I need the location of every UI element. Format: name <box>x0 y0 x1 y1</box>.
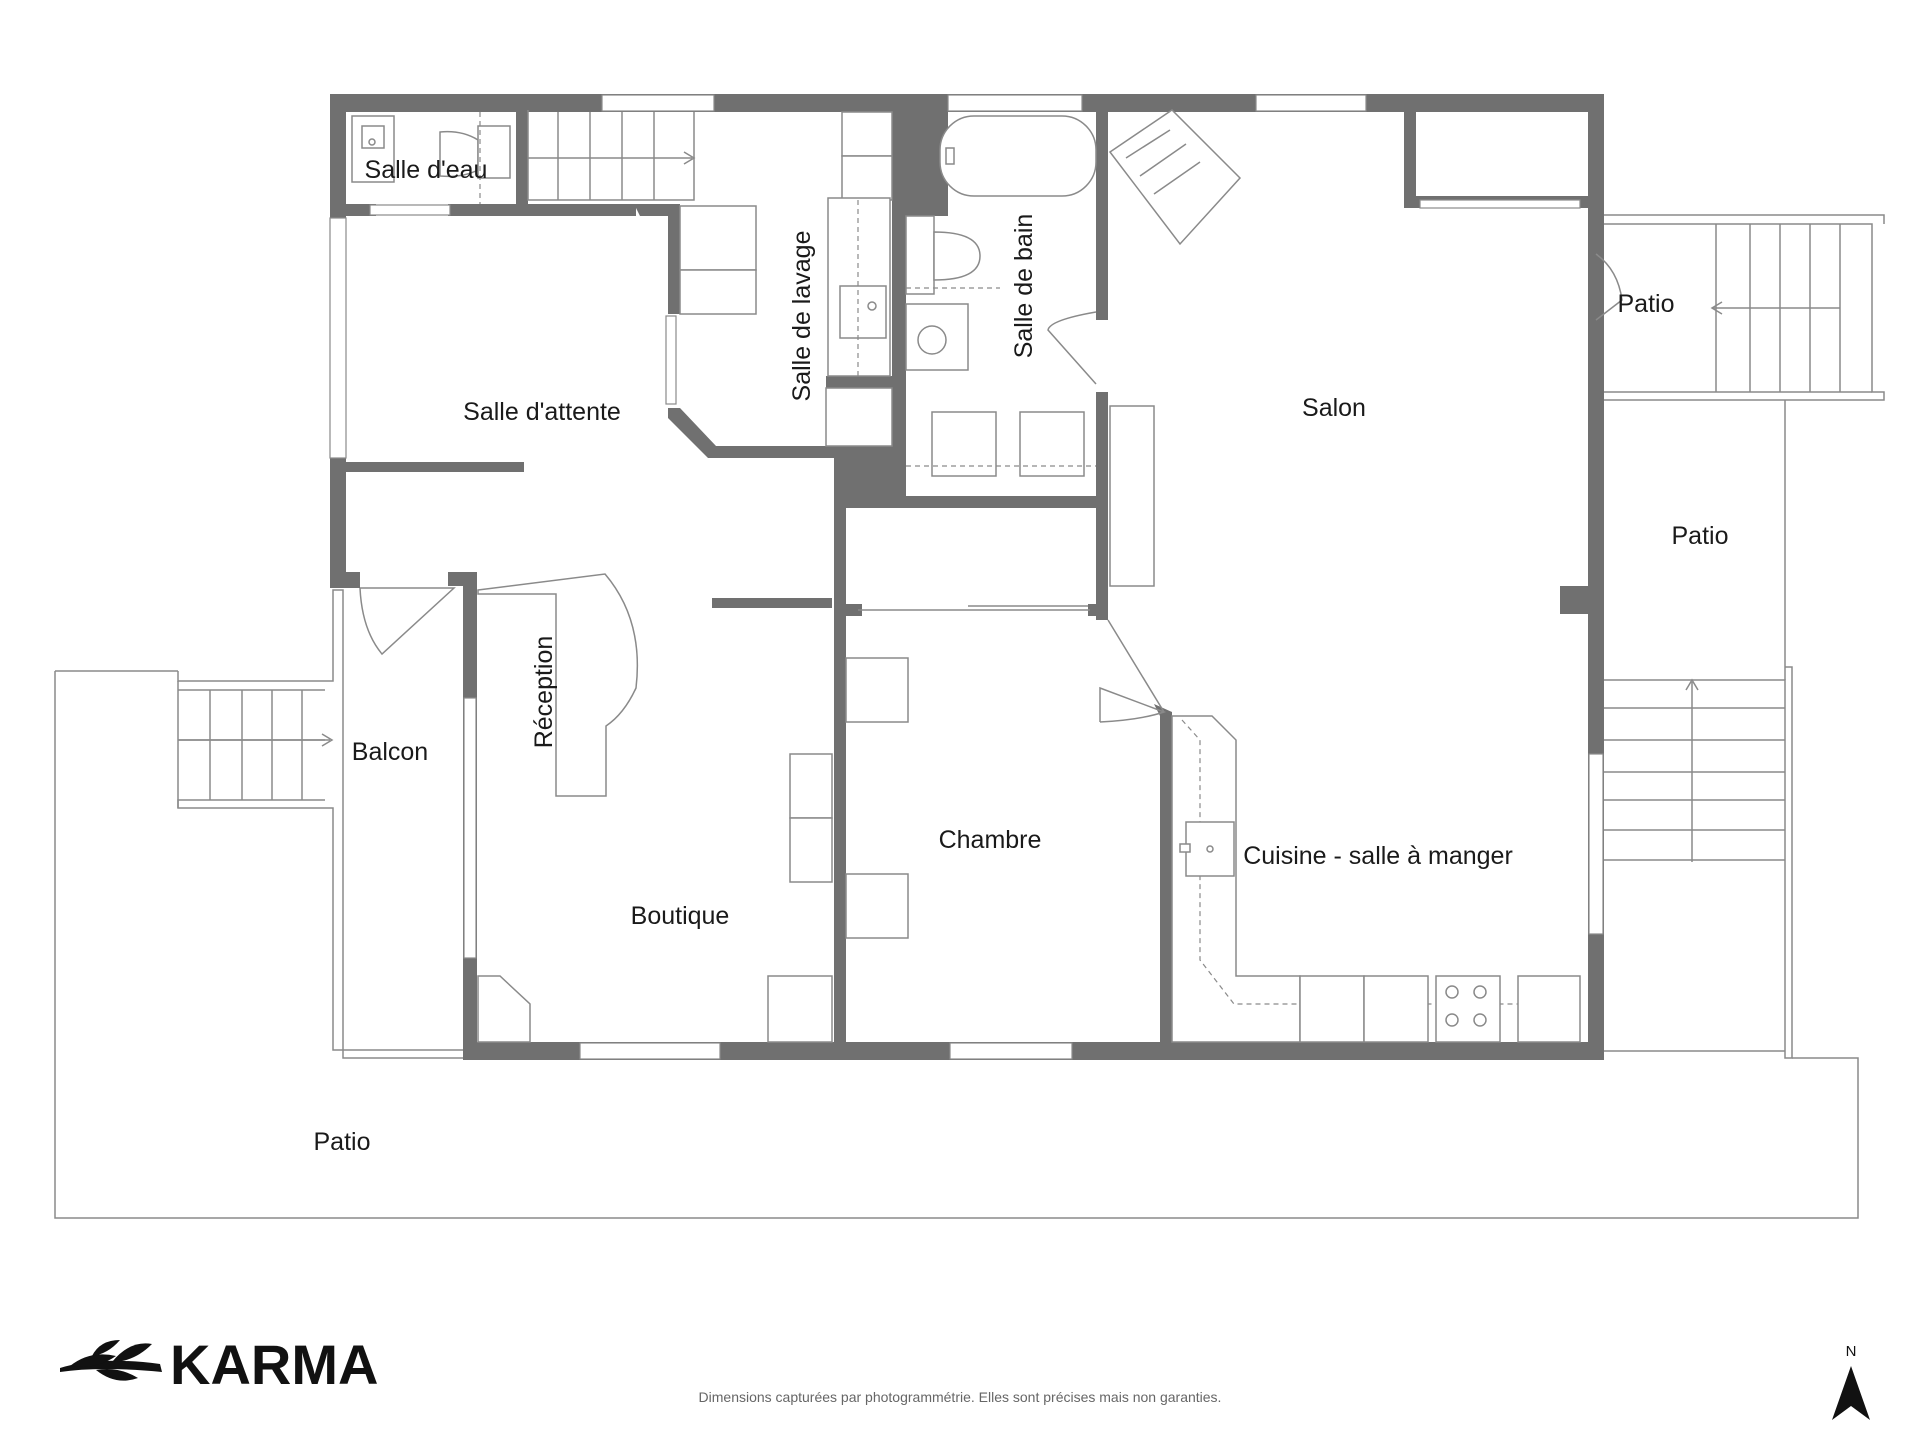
room-label-patio-right: Patio <box>1672 522 1729 550</box>
salon-fixtures <box>1108 109 1623 587</box>
right-lower-stairs <box>1604 678 1785 862</box>
room-label-salle-lavage: Salle de lavage <box>788 231 816 402</box>
room-label-salle-eau: Salle d'eau <box>365 156 488 184</box>
disclaimer-text: Dimensions capturées par photogrammétrie… <box>699 1389 1222 1405</box>
right-patio-deck <box>1604 214 1885 1059</box>
room-label-salle-attente: Salle d'attente <box>463 398 621 426</box>
right-upper-stairs <box>1710 224 1841 392</box>
north-arrow-icon <box>1832 1366 1870 1420</box>
chamber-fixtures <box>845 657 909 939</box>
kitchen-fixtures <box>1171 715 1581 1043</box>
bathroom-fixtures <box>905 115 1097 477</box>
room-label-balcon: Balcon <box>352 738 428 766</box>
boutique-fixtures <box>477 753 833 1043</box>
top-stairs <box>527 110 696 201</box>
north-label: N <box>1846 1343 1857 1360</box>
brand-name: KARMA <box>170 1333 378 1396</box>
patio-outline-bottom <box>54 670 1859 1219</box>
reception-desk <box>477 573 639 797</box>
balcony-door <box>359 587 456 656</box>
room-label-chambre: Chambre <box>939 826 1042 854</box>
leaf-sprig-icon <box>60 1340 162 1381</box>
windows <box>329 94 1604 1060</box>
room-label-salon: Salon <box>1302 394 1366 422</box>
room-label-patio-bottom: Patio <box>314 1128 371 1156</box>
room-label-salle-bain: Salle de bain <box>1010 214 1038 359</box>
room-label-reception: Réception <box>530 636 558 749</box>
laundry-fixtures <box>679 111 893 447</box>
brand-logo: KARMA <box>60 1333 378 1396</box>
north-arrow: N <box>1832 1343 1870 1420</box>
room-label-cuisine: Cuisine - salle à manger <box>1243 842 1513 870</box>
chamber-door <box>858 605 1167 723</box>
toilet-room-fixtures <box>351 112 511 204</box>
room-label-boutique: Boutique <box>631 902 730 930</box>
left-stairs <box>177 589 463 1059</box>
room-label-patio-top: Patio <box>1618 290 1675 318</box>
